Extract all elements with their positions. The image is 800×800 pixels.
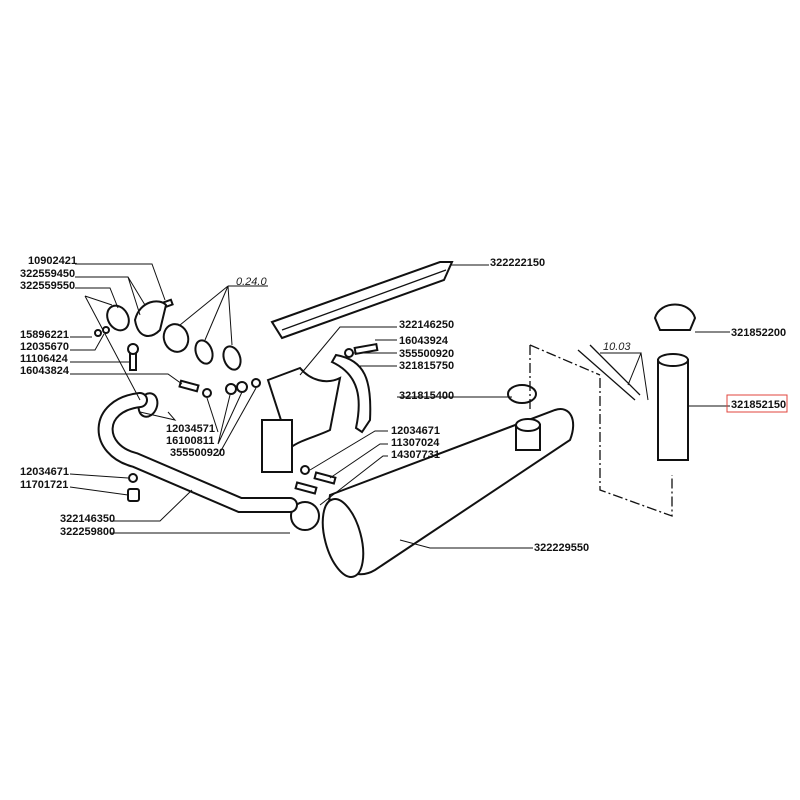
part-label[interactable]: 16100811: [166, 435, 214, 447]
part-label[interactable]: 322146350: [60, 513, 115, 525]
part-label[interactable]: 11701721: [20, 479, 68, 491]
highlight-box: [726, 394, 788, 413]
part-label[interactable]: 322229550: [534, 542, 589, 554]
part-label[interactable]: 10902421: [28, 255, 77, 267]
part-label[interactable]: 321852200: [731, 327, 786, 339]
part-label[interactable]: 321815400: [399, 390, 454, 402]
part-label[interactable]: 11307024: [391, 437, 440, 449]
part-label[interactable]: 12035670: [20, 341, 69, 353]
fasteners-drawing: [94, 298, 379, 502]
part-label[interactable]: 12034671: [391, 425, 440, 437]
part-label[interactable]: 11106424: [20, 353, 69, 365]
part-label[interactable]: 16043924: [399, 335, 449, 347]
part-label-highlighted[interactable]: 321852150: [731, 399, 786, 411]
part-labels: 10902421 322559450 322559550 15896221 12…: [20, 255, 788, 554]
group-label-0-24-0: 0.24.0: [236, 276, 267, 288]
group-label-10-03: 10.03: [603, 341, 631, 353]
part-label[interactable]: 322222150: [490, 257, 545, 269]
heat-shield-drawing: [270, 261, 454, 340]
part-label[interactable]: 321815750: [399, 360, 454, 372]
part-label[interactable]: 12034671: [20, 466, 69, 478]
muffler-drawing: [321, 408, 575, 578]
part-label[interactable]: 355500920: [170, 447, 225, 459]
clamps-drawing: [106, 300, 537, 531]
part-label[interactable]: 14307731: [391, 449, 440, 461]
part-label[interactable]: 322559550: [20, 280, 75, 292]
leader-lines: [69, 263, 730, 549]
strap-drawing: [330, 353, 372, 434]
part-label[interactable]: 322559450: [20, 268, 75, 280]
bracket-drawing: [261, 366, 342, 473]
part-label[interactable]: 16043824: [20, 365, 70, 377]
part-label[interactable]: 355500920: [399, 348, 454, 360]
part-label[interactable]: 15896221: [20, 329, 69, 341]
tail-pipe-drawing: [577, 303, 697, 461]
part-label[interactable]: 322146250: [399, 319, 454, 331]
part-label[interactable]: 322259800: [60, 526, 115, 538]
part-label[interactable]: 12034571: [166, 423, 215, 435]
